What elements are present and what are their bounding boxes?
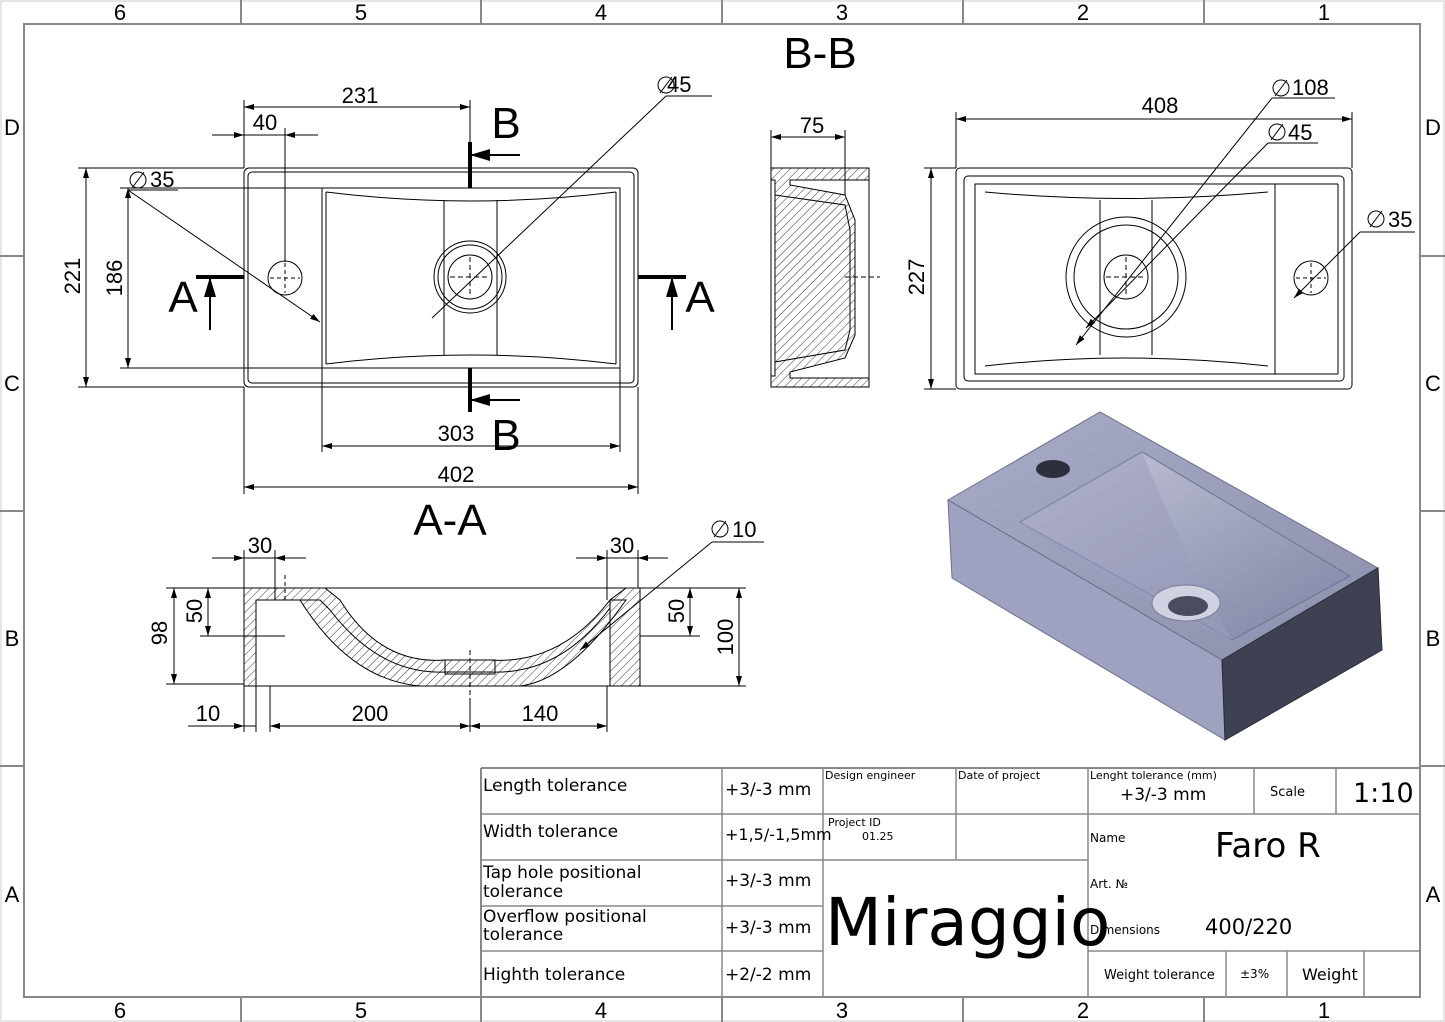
zone-row-d-right: D <box>1425 115 1441 140</box>
dim-98: 98 <box>147 621 172 645</box>
section-bb-title: B-B <box>783 29 856 78</box>
tolerance-value-tap: +3/-3 mm <box>725 871 811 891</box>
top-view: B B A A 231 40 45 35 221 186 303 <box>60 72 715 494</box>
dim-303: 303 <box>438 421 475 446</box>
tolerance-label-overflow-1: Overflow positional <box>483 907 647 927</box>
tolerance-value-width: +1,5/-1,5mm <box>725 825 832 844</box>
drain-outer-circle <box>433 240 507 314</box>
date-of-project-label: Date of project <box>958 769 1041 782</box>
cut-label-a-right: A <box>685 273 715 322</box>
zone-col-1-bottom: 1 <box>1318 998 1330 1022</box>
project-id-value: 01.25 <box>862 830 894 843</box>
dim-dia-45-top: 45 <box>667 72 691 97</box>
dimensions-label: Dimensions <box>1090 923 1160 937</box>
zone-row-c: C <box>4 371 20 396</box>
tolerance-label-length: Length tolerance <box>483 776 627 796</box>
title-block: Length tolerance +3/-3 mm Width toleranc… <box>480 767 1420 997</box>
zone-col-2-bottom: 2 <box>1077 998 1089 1022</box>
zone-row-d: D <box>4 115 20 140</box>
dim-50-left: 50 <box>182 599 207 623</box>
dim-186: 186 <box>102 260 127 297</box>
dim-dia-10: 10 <box>732 517 756 542</box>
tolerance-value-overflow: +3/-3 mm <box>725 918 811 938</box>
tolerance-value-length: +3/-3 mm <box>725 780 811 800</box>
brand-logo: Miraggio <box>825 884 1110 961</box>
zone-row-a: A <box>5 882 20 907</box>
tolerance-label-tap-1: Tap hole positional <box>482 863 641 883</box>
dim-100: 100 <box>713 619 738 656</box>
dim-40: 40 <box>253 110 277 135</box>
length-tolerance-mm-label: Lenght tolerance (mm) <box>1090 769 1217 782</box>
section-bb-view: B-B 75 <box>770 29 880 388</box>
dimensions-value: 400/220 <box>1205 915 1292 939</box>
zone-row-b: B <box>5 626 20 651</box>
right-view: 408 108 45 35 227 <box>904 75 1415 390</box>
dim-30-right: 30 <box>610 533 634 558</box>
art-label: Art. № <box>1090 877 1128 891</box>
length-tolerance-mm-value: +3/-3 mm <box>1120 785 1206 805</box>
tolerance-value-height: +2/-2 mm <box>725 965 811 985</box>
section-aa-view: A-A 30 30 10 50 98 50 <box>147 496 764 732</box>
dim-dia-35-right: 35 <box>1388 207 1412 232</box>
weight-label: Weight <box>1302 965 1358 984</box>
tap-hole-right-circle <box>1293 260 1329 296</box>
tolerance-label-width: Width tolerance <box>483 822 618 842</box>
dim-231: 231 <box>342 83 379 108</box>
drain-45-circle <box>1103 254 1149 300</box>
dim-402: 402 <box>438 462 475 487</box>
section-aa-title: A-A <box>413 496 487 545</box>
product-name: Faro R <box>1215 826 1321 866</box>
drain-inner-circle <box>447 254 493 300</box>
drain-108-circle <box>1065 216 1187 338</box>
dim-227: 227 <box>904 259 929 296</box>
zone-row-a-right: A <box>1426 882 1441 907</box>
weight-tolerance-value: ±3% <box>1240 967 1269 981</box>
cut-label-b-bottom: B <box>491 411 520 460</box>
zone-labels: 6 5 4 3 2 1 6 5 4 3 2 1 D C B A D C B A <box>4 0 1441 1022</box>
dim-221: 221 <box>60 258 85 295</box>
isometric-sink-render <box>947 411 1383 741</box>
cut-label-a-left: A <box>168 273 198 322</box>
scale-value: 1:10 <box>1353 778 1414 809</box>
zone-col-2: 2 <box>1077 0 1089 25</box>
tolerance-label-height: Highth tolerance <box>483 965 625 985</box>
dim-dia-108: 108 <box>1292 75 1329 100</box>
dim-408: 408 <box>1142 93 1179 118</box>
dim-50-right: 50 <box>664 599 689 623</box>
zone-col-4-bottom: 4 <box>595 998 607 1022</box>
zone-col-5-bottom: 5 <box>355 998 367 1022</box>
zone-col-3-bottom: 3 <box>836 998 848 1022</box>
dim-140: 140 <box>522 701 559 726</box>
name-label: Name <box>1090 831 1125 845</box>
dim-10: 10 <box>196 701 220 726</box>
cut-label-b-top: B <box>491 99 520 148</box>
dim-30-left: 30 <box>248 533 272 558</box>
design-engineer-label: Design engineer <box>825 769 916 782</box>
zone-row-c-right: C <box>1425 371 1441 396</box>
tolerance-label-overflow-2: tolerance <box>483 925 563 945</box>
zone-col-3: 3 <box>836 0 848 25</box>
scale-label: Scale <box>1270 785 1305 800</box>
tolerance-label-tap-2: tolerance <box>483 882 563 902</box>
project-id-label: Project ID <box>828 816 881 829</box>
zone-col-6-bottom: 6 <box>114 998 126 1022</box>
zone-row-b-right: B <box>1426 626 1441 651</box>
dim-200: 200 <box>352 701 389 726</box>
weight-tolerance-label: Weight tolerance <box>1104 968 1215 983</box>
zone-col-4: 4 <box>595 0 607 25</box>
dim-75: 75 <box>800 113 824 138</box>
dim-dia-45-right: 45 <box>1288 120 1312 145</box>
zone-col-1: 1 <box>1318 0 1330 25</box>
zone-col-5: 5 <box>355 0 367 25</box>
zone-col-6: 6 <box>114 0 126 25</box>
